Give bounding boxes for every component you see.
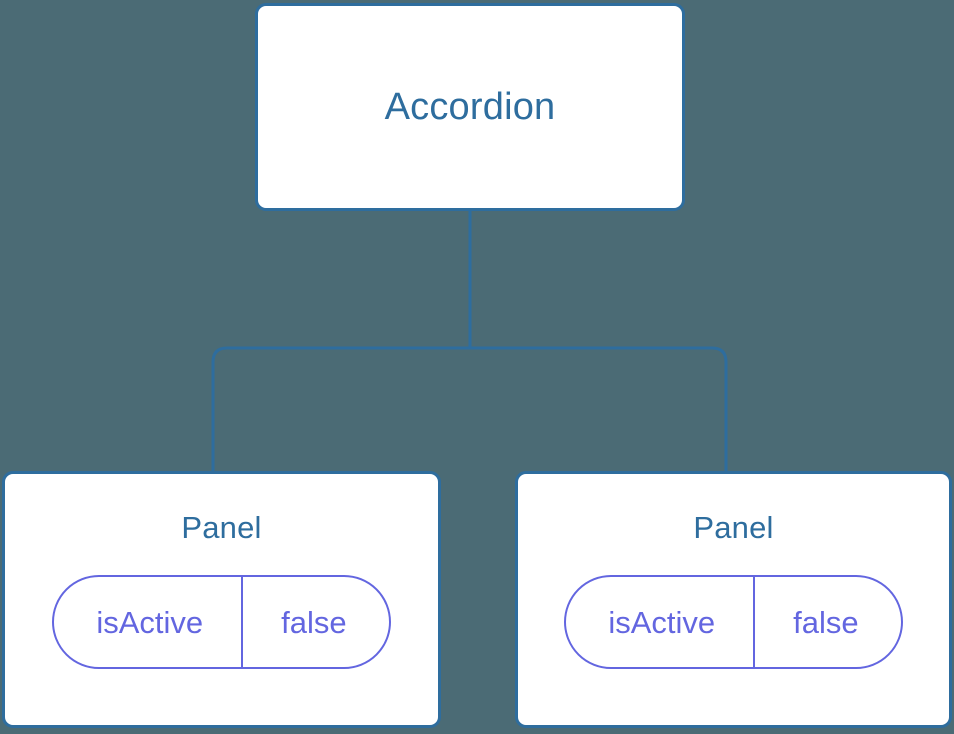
state-value: false bbox=[793, 604, 859, 640]
edge-branch-rail bbox=[211, 346, 728, 473]
state-pill[interactable]: isActive false bbox=[564, 575, 903, 669]
state-pill[interactable]: isActive false bbox=[52, 575, 391, 669]
node-panel-1[interactable]: Panel isActive false bbox=[2, 471, 441, 728]
node-panel-2[interactable]: Panel isActive false bbox=[515, 471, 952, 728]
node-title: Panel bbox=[181, 510, 262, 545]
state-value: false bbox=[281, 604, 347, 640]
state-key: isActive bbox=[566, 577, 756, 667]
node-title: Accordion bbox=[384, 86, 556, 128]
node-accordion[interactable]: Accordion bbox=[255, 3, 685, 211]
state-key: isActive bbox=[54, 577, 244, 667]
node-title: Panel bbox=[693, 510, 774, 545]
